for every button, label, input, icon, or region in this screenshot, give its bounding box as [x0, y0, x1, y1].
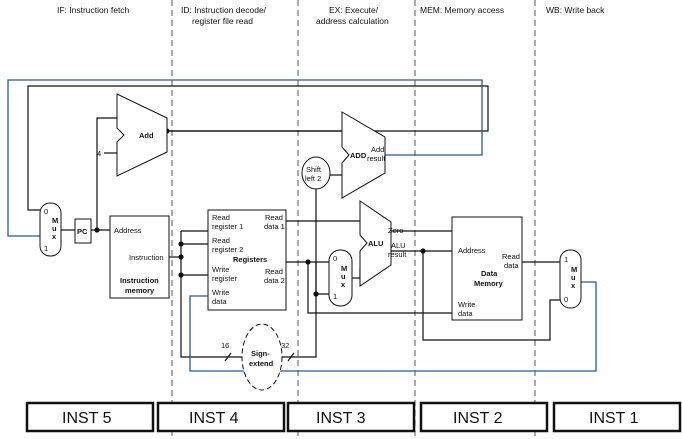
regs-rr2a: Read [212, 236, 230, 245]
inst-box-5 [25, 401, 155, 433]
ex-mux-top-label: 0 [333, 254, 337, 263]
stage-label-ex-line1: EX: Execute/ [329, 5, 379, 15]
dmem-address: Address [458, 246, 486, 255]
stage-label-if: IF: Instruction fetch [57, 5, 130, 15]
sign-extend-unit [241, 323, 283, 391]
inst-label-2: INST 2 [453, 410, 503, 427]
wb-mux-l2: u [571, 273, 576, 282]
ex-adder [341, 111, 386, 199]
regs-rd1a: Read [265, 213, 283, 222]
alu [359, 200, 392, 287]
regs-wdb: data [212, 297, 227, 306]
wb-mux-bottom: 0 [564, 295, 568, 304]
imem-name2: memory [125, 286, 155, 295]
dmem-rda: Read [502, 252, 520, 261]
dmem-wda: Write [458, 300, 475, 309]
dmem-name2: Memory [474, 279, 504, 288]
const-four-label: 4 [97, 149, 101, 158]
bus-slash-out [287, 352, 295, 362]
register-file [207, 209, 287, 311]
if-adder-label: Add [139, 131, 154, 140]
if-mux-top: 0 [44, 207, 48, 216]
alu-res2: result [388, 250, 407, 259]
if-adder [116, 93, 168, 177]
feedback-wires [7, 79, 597, 372]
dmem-name1: Data [481, 269, 498, 278]
imem-name1: Instruction [120, 276, 159, 285]
regs-name: Registers [233, 255, 267, 264]
wb-mux-l1: M [571, 265, 577, 274]
if-mux [39, 202, 62, 257]
inst-box-4 [156, 401, 286, 433]
shift-left-2 [301, 156, 331, 190]
shift-l1: Shift [306, 165, 322, 174]
regs-wra: Write [212, 265, 229, 274]
if-mux-l1: M [52, 216, 58, 225]
data-memory [451, 216, 523, 321]
stage-label-id-line1: ID: Instruction decode/ [181, 5, 267, 15]
sign-extend-out-bits: 32 [281, 341, 289, 350]
wb-mux-l3: x [571, 281, 576, 290]
stage-label-ex-line2: address calculation [316, 16, 389, 26]
ex-mux-bottom: 1 [333, 292, 337, 301]
stage-label-id-line2: register file read [192, 16, 253, 26]
inst-box-2 [419, 401, 549, 433]
imem-instruction: Instruction [129, 253, 164, 262]
ex-adder-label: ADD [350, 151, 367, 160]
regs-rd2b: data 2 [264, 276, 285, 285]
alu-res1: ALU [391, 241, 406, 250]
inst-box-1 [552, 401, 682, 433]
sign-extend-l1: Sign- [251, 349, 270, 358]
regs-rr1a: Read [212, 213, 230, 222]
junction-dots [94, 128, 426, 297]
alu-label: ALU [368, 239, 383, 248]
ex-mux-l2: u [341, 272, 346, 281]
dmem-rdb: data [504, 261, 519, 270]
wb-mux-top: 1 [564, 255, 568, 264]
wb-mux [559, 249, 582, 309]
regs-rd2a: Read [265, 267, 283, 276]
stage-label-wb: WB: Write back [546, 5, 605, 15]
alu-zero: Zero [388, 226, 403, 235]
sign-extend-l2: extend [249, 359, 274, 368]
regs-rr1b: register 1 [212, 222, 243, 231]
ex-adder-out1: Add [371, 145, 384, 154]
regs-wrb: register [212, 274, 238, 283]
pc-label: PC [77, 227, 88, 236]
stage-label-mem: MEM: Memory access [420, 5, 504, 15]
ex-mux-l1: M [341, 264, 347, 273]
regs-rd1b: data 1 [264, 222, 285, 231]
stage-separators [171, 0, 536, 439]
inst-label-1: INST 1 [589, 410, 639, 427]
instruction-memory [109, 215, 170, 299]
regs-rr2b: register 2 [212, 245, 243, 254]
bus-slash-in [224, 352, 232, 362]
ex-mux [328, 249, 353, 307]
pc-register [74, 218, 92, 244]
imem-address: Address [114, 226, 142, 235]
if-mux-l3: x [52, 232, 57, 241]
inst-label-4: INST 4 [189, 410, 239, 427]
ex-adder-out2: result [367, 154, 386, 163]
if-mux-l2: u [52, 224, 57, 233]
dmem-wdb: data [458, 309, 473, 318]
ex-mux-l3: x [341, 280, 346, 289]
inst-label-5: INST 5 [62, 410, 112, 427]
shift-l2: left 2 [305, 174, 321, 183]
regs-wda: Write [212, 288, 229, 297]
inst-label-3: INST 3 [316, 410, 366, 427]
inst-box-3 [286, 401, 416, 433]
sign-extend-in-bits: 16 [221, 341, 229, 350]
instruction-row: INST 5 INST 4 INST 3 INST 2 INST 1 [25, 401, 682, 433]
if-mux-bottom: 1 [44, 244, 48, 253]
